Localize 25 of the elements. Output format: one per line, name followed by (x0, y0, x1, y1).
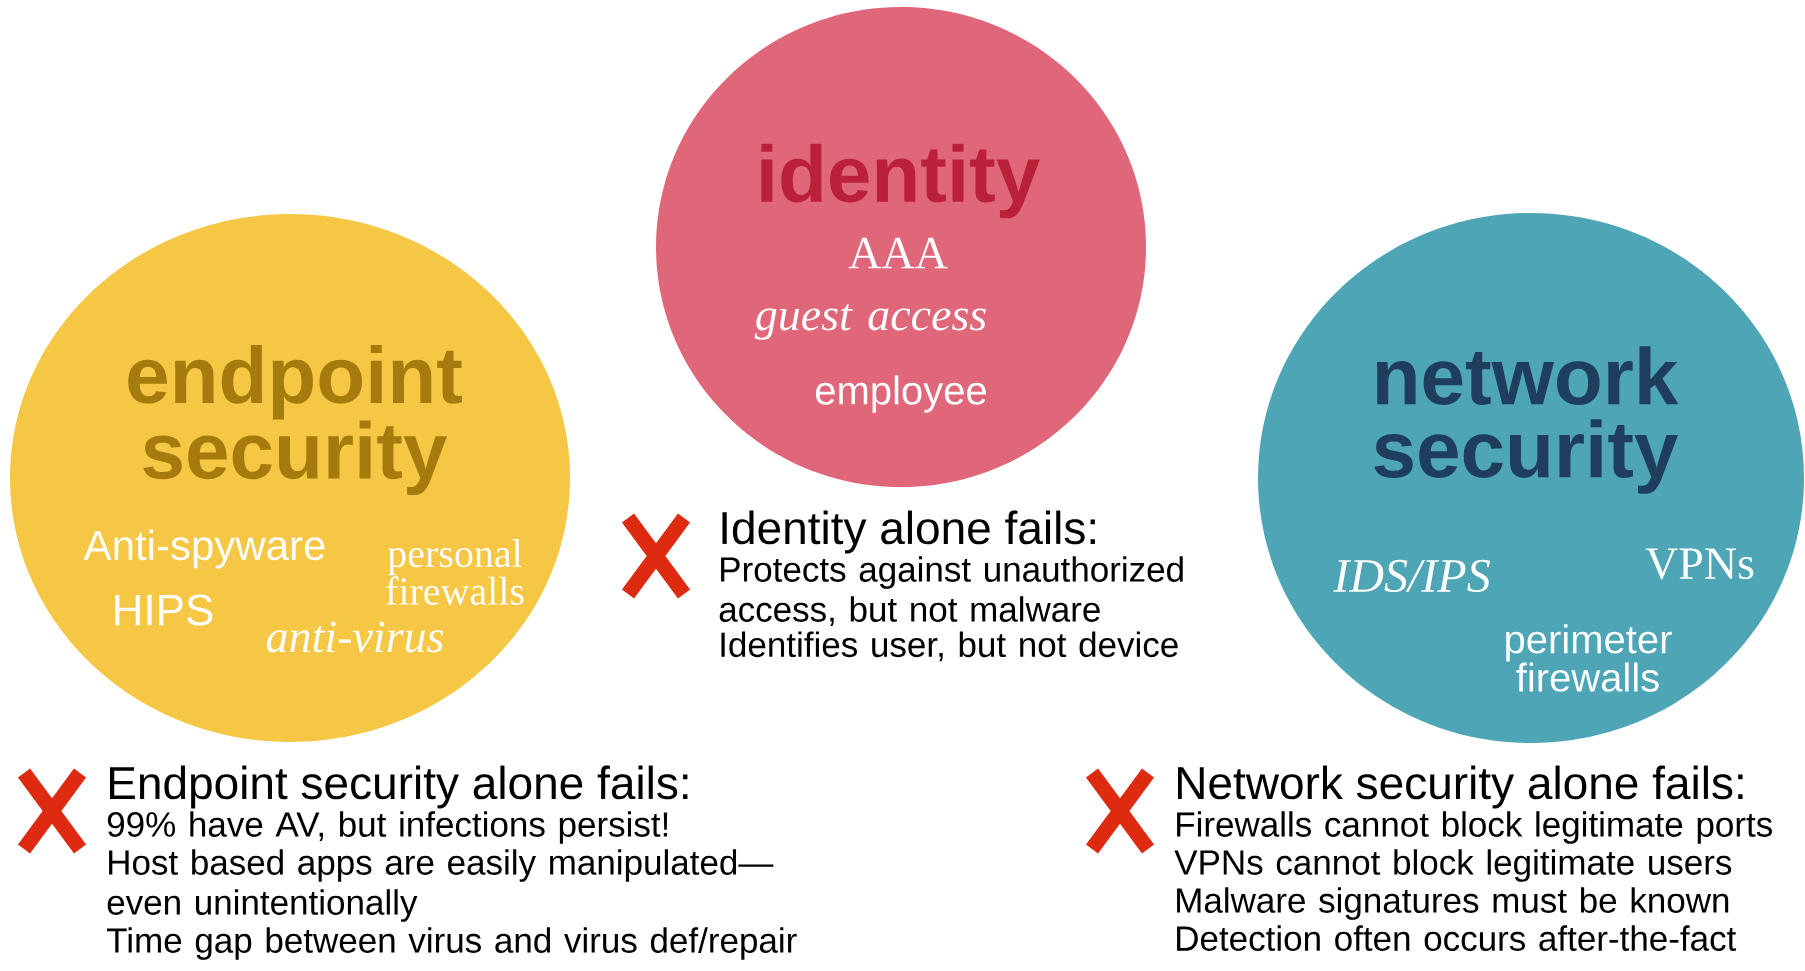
circle-heading: endpoint security (128, 344, 462, 496)
failure-reason: Time gap between virus and virus def/repair (107, 927, 797, 960)
failure-reason: 99% have AV, but infections persist! (107, 811, 668, 844)
failure-reason: Malware signatures must be known (1177, 887, 1729, 920)
circle-heading: identity (761, 143, 1040, 219)
keyword: Anti-spyware (83, 529, 325, 569)
failure-reason: Detection often occurs after-the-fact (1177, 925, 1737, 951)
failure-reason: Host based apps are easily manipulated— even unintentionally (107, 849, 774, 922)
keyword: employee (816, 375, 986, 413)
keyword: perimeter firewalls (1506, 624, 1672, 692)
failure-reason: Protects against unauthorized access, but not malware (719, 556, 1183, 627)
failure-heading: Network security alone fails: (1178, 765, 1743, 809)
keyword: HIPS (115, 594, 213, 626)
keyword: anti-virus (266, 621, 444, 653)
keyword: personal firewalls (386, 539, 524, 605)
failure-reason: Firewalls cannot block legitimate ports (1177, 811, 1772, 844)
failure-reason: VPNs cannot block legitimate users (1174, 849, 1732, 882)
keyword: VPNs (1645, 548, 1754, 580)
failure-heading: Identity alone fails: (722, 510, 1095, 554)
failure-reason: Identifies user, but not device (721, 631, 1178, 662)
keyword: IDS/IPS (1333, 559, 1490, 593)
circle-heading: network security (1374, 346, 1679, 494)
failure-heading: Endpoint security alone fails: (110, 765, 688, 809)
keyword: guest access (754, 304, 986, 340)
keyword: AAA (848, 237, 948, 269)
